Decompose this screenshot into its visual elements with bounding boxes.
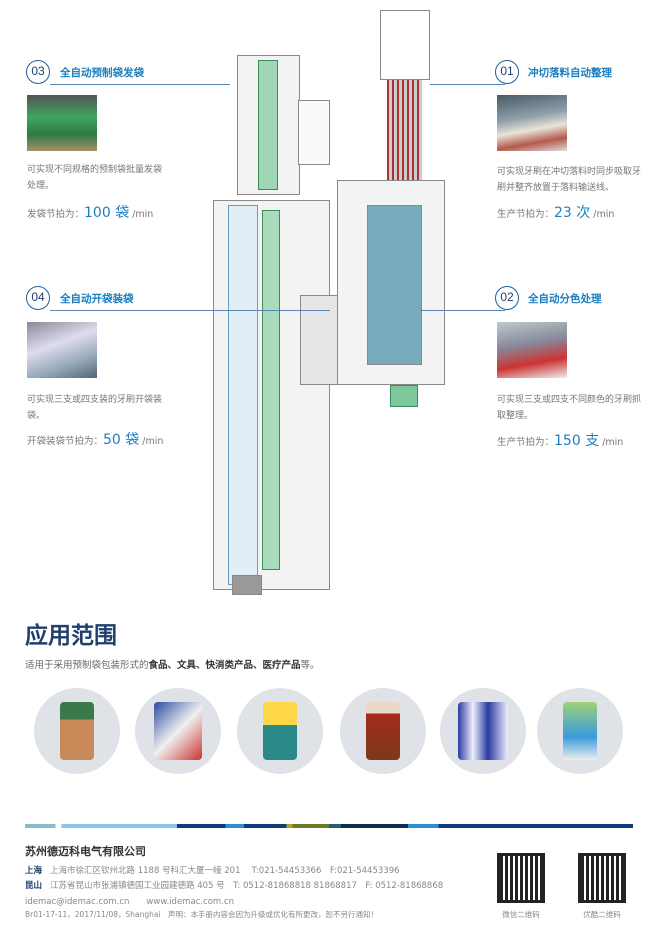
youku-qr-label: 优酷二维码	[583, 910, 621, 919]
youku-qr-code	[578, 853, 626, 903]
feature-description: 可实现三支或四支装的牙刷开袋装袋。	[27, 395, 163, 421]
shanghai-address: 上海上海市徐汇区钦州北路 1188 号科汇大厦一幢 201 T:021-5445…	[25, 866, 400, 876]
product-food-pack	[340, 688, 426, 774]
product-sponge-pack	[237, 688, 323, 774]
step-number: 02	[495, 286, 519, 310]
company-name: 苏州德迈科电气有限公司	[25, 845, 146, 858]
footer-color-bar	[25, 824, 633, 828]
feature-photo	[497, 322, 567, 378]
feature-photo	[27, 322, 97, 378]
disclaimer: Br01-17-11，2017/11/08，Shanghai 声明：本手册内容会…	[25, 910, 379, 919]
feature-rate: 生产节拍为：23 次 /min	[497, 205, 615, 221]
product-toothbrush-pack	[34, 688, 120, 774]
feature-description: 可实现牙刷在冲切落料时同步吸取牙刷并整齐放置于落料输送线。	[497, 167, 642, 193]
feature-rate: 生产节拍为：150 支 /min	[497, 433, 624, 449]
step-number: 03	[26, 60, 50, 84]
step-number: 01	[495, 60, 519, 84]
feature-rate: 开袋装袋节拍为：50 袋 /min	[27, 432, 164, 448]
step-number: 04	[26, 286, 50, 310]
feature-title: 冲切落料自动整理	[528, 67, 612, 79]
product-medical-pack	[440, 688, 526, 774]
feature-rate: 发袋节拍为：100 袋 /min	[27, 205, 154, 221]
application-description: 适用于采用预制袋包装形式的食品、文具、快消类产品、医疗产品等。	[25, 660, 320, 671]
feature-title: 全自动分色处理	[528, 293, 602, 305]
feature-title: 全自动预制袋发袋	[60, 67, 144, 79]
feature-description: 可实现三支或四支不同颜色的牙刷抓取整理。	[497, 395, 642, 421]
feature-photo	[27, 95, 97, 151]
kunshan-address: 昆山江苏省昆山市张浦镇德国工业园建德路 405 号 T: 0512-818688…	[25, 881, 444, 891]
product-stationery-pack	[135, 688, 221, 774]
product-toy-pack	[537, 688, 623, 774]
wechat-qr-code	[497, 853, 545, 903]
feature-description: 可实现不同规格的预制袋批量发袋处理。	[27, 165, 163, 191]
application-title: 应用范围	[25, 623, 117, 649]
contact-web: idemac@idemac.com.cn www.idemac.com.cn	[25, 897, 234, 907]
feature-title: 全自动开袋装袋	[60, 293, 134, 305]
wechat-qr-label: 微信二维码	[502, 910, 540, 919]
feature-photo	[497, 95, 567, 151]
